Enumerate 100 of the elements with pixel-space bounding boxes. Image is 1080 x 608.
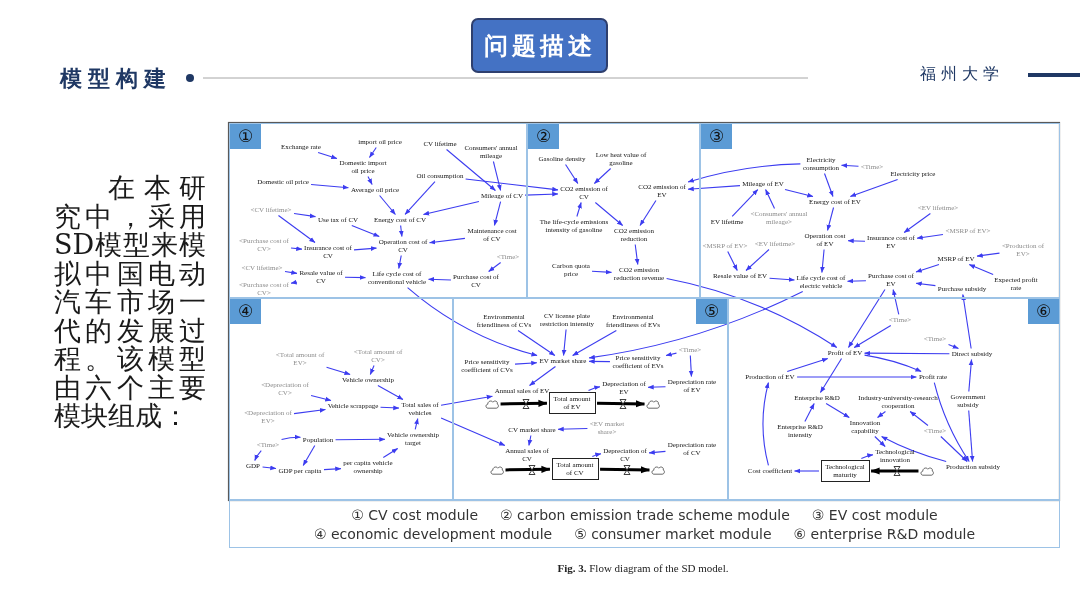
arrow <box>687 163 801 183</box>
arrow <box>422 200 480 216</box>
arrow <box>572 329 617 357</box>
arrow <box>947 343 959 350</box>
arrow <box>262 465 277 471</box>
arrow <box>820 249 825 274</box>
cloud-icon <box>651 465 665 475</box>
arrow <box>561 328 567 357</box>
arrow <box>847 238 866 244</box>
module-panel <box>453 298 728 500</box>
arrow <box>793 468 820 474</box>
arrow <box>903 212 931 234</box>
legend-entry: ① CV cost module <box>351 506 479 524</box>
arrow <box>465 178 559 192</box>
arrow <box>874 435 886 448</box>
arrow <box>440 394 493 406</box>
module-panel <box>229 123 527 298</box>
university-name: 福州大学 <box>920 63 1004 85</box>
legend-entry: ⑤ consumer market module <box>574 525 772 543</box>
cloud-icon <box>490 465 504 475</box>
arrow <box>588 359 611 364</box>
arrow <box>784 188 814 198</box>
arrow <box>639 199 657 227</box>
arrow <box>367 175 373 186</box>
arrow <box>440 417 506 447</box>
arrow <box>853 324 892 349</box>
arrow <box>665 351 678 357</box>
arrow <box>745 248 770 272</box>
arrow <box>762 382 770 466</box>
arrow <box>976 252 1001 258</box>
cloud-icon <box>485 399 499 409</box>
module-badge: ⑥ <box>1028 299 1059 324</box>
section-heading: 模型构建 <box>60 64 172 92</box>
module-badge: ④ <box>230 299 261 324</box>
cloud-icon <box>920 466 934 476</box>
arrow <box>864 350 950 356</box>
legend-entry: ⑥ enterprise R&D module <box>793 525 976 543</box>
arrow <box>290 246 303 251</box>
flow-pipe <box>505 465 551 474</box>
arrow <box>529 365 556 387</box>
arrow <box>727 250 738 272</box>
arrow <box>796 374 917 380</box>
arrow <box>517 329 556 357</box>
arrow <box>847 278 867 284</box>
module-panel <box>229 298 453 500</box>
arrow <box>594 202 624 226</box>
arrow <box>591 452 602 458</box>
arrow <box>591 269 612 275</box>
module-badge: ② <box>528 124 559 149</box>
arrow <box>302 444 316 467</box>
legend-entry: ② carbon emission trade scheme module <box>500 506 790 524</box>
arrow <box>587 385 601 392</box>
arrow <box>284 270 298 275</box>
arrow <box>317 151 338 160</box>
arrow <box>877 410 886 419</box>
arrow <box>310 394 332 402</box>
title-banner: 问题描述 <box>471 18 608 73</box>
arrow <box>826 206 835 231</box>
arrow <box>398 224 404 238</box>
arrow <box>933 382 970 463</box>
arrow <box>446 148 496 192</box>
arrow <box>323 466 342 472</box>
arrow <box>380 405 400 411</box>
arrow <box>310 183 349 190</box>
cloud-icon <box>646 399 660 409</box>
figure-caption: Fig. 3. Flow diagram of the SD model. <box>556 561 730 575</box>
arrow <box>488 261 502 273</box>
arrow <box>961 293 972 350</box>
arrow <box>414 417 419 431</box>
arrow <box>379 194 396 216</box>
arrow <box>514 360 538 366</box>
arrow <box>588 290 804 360</box>
module-badge: ① <box>230 124 261 149</box>
arrow <box>368 147 377 158</box>
arrow <box>968 359 974 392</box>
arrow <box>377 384 404 401</box>
arrow <box>407 287 538 357</box>
arrow <box>493 201 502 227</box>
arrow <box>634 243 640 266</box>
intro-paragraph: 在本研究中，采用SD模型来模拟中国电动汽车市场一代的发展过程。该模型由六个主要模块组成： <box>54 174 206 431</box>
arrow <box>666 277 838 348</box>
arrow <box>382 447 399 459</box>
legend-box <box>229 500 1060 548</box>
arrow <box>860 453 874 460</box>
arrow <box>687 185 741 192</box>
module-badge: ③ <box>701 124 732 149</box>
arrow <box>847 289 886 348</box>
arrow <box>492 160 502 191</box>
arrow <box>840 163 860 168</box>
arrow <box>864 354 922 373</box>
module-panel <box>527 123 700 298</box>
arrow <box>404 181 436 215</box>
flow-pipe <box>870 467 919 475</box>
arrow <box>968 409 975 462</box>
flow-pipe <box>597 400 645 408</box>
arrow <box>351 224 380 238</box>
module-badge: ⑤ <box>696 299 727 324</box>
arrow <box>293 407 326 415</box>
arrow <box>825 402 850 419</box>
legend-entry: ③ EV cost module <box>811 506 938 524</box>
